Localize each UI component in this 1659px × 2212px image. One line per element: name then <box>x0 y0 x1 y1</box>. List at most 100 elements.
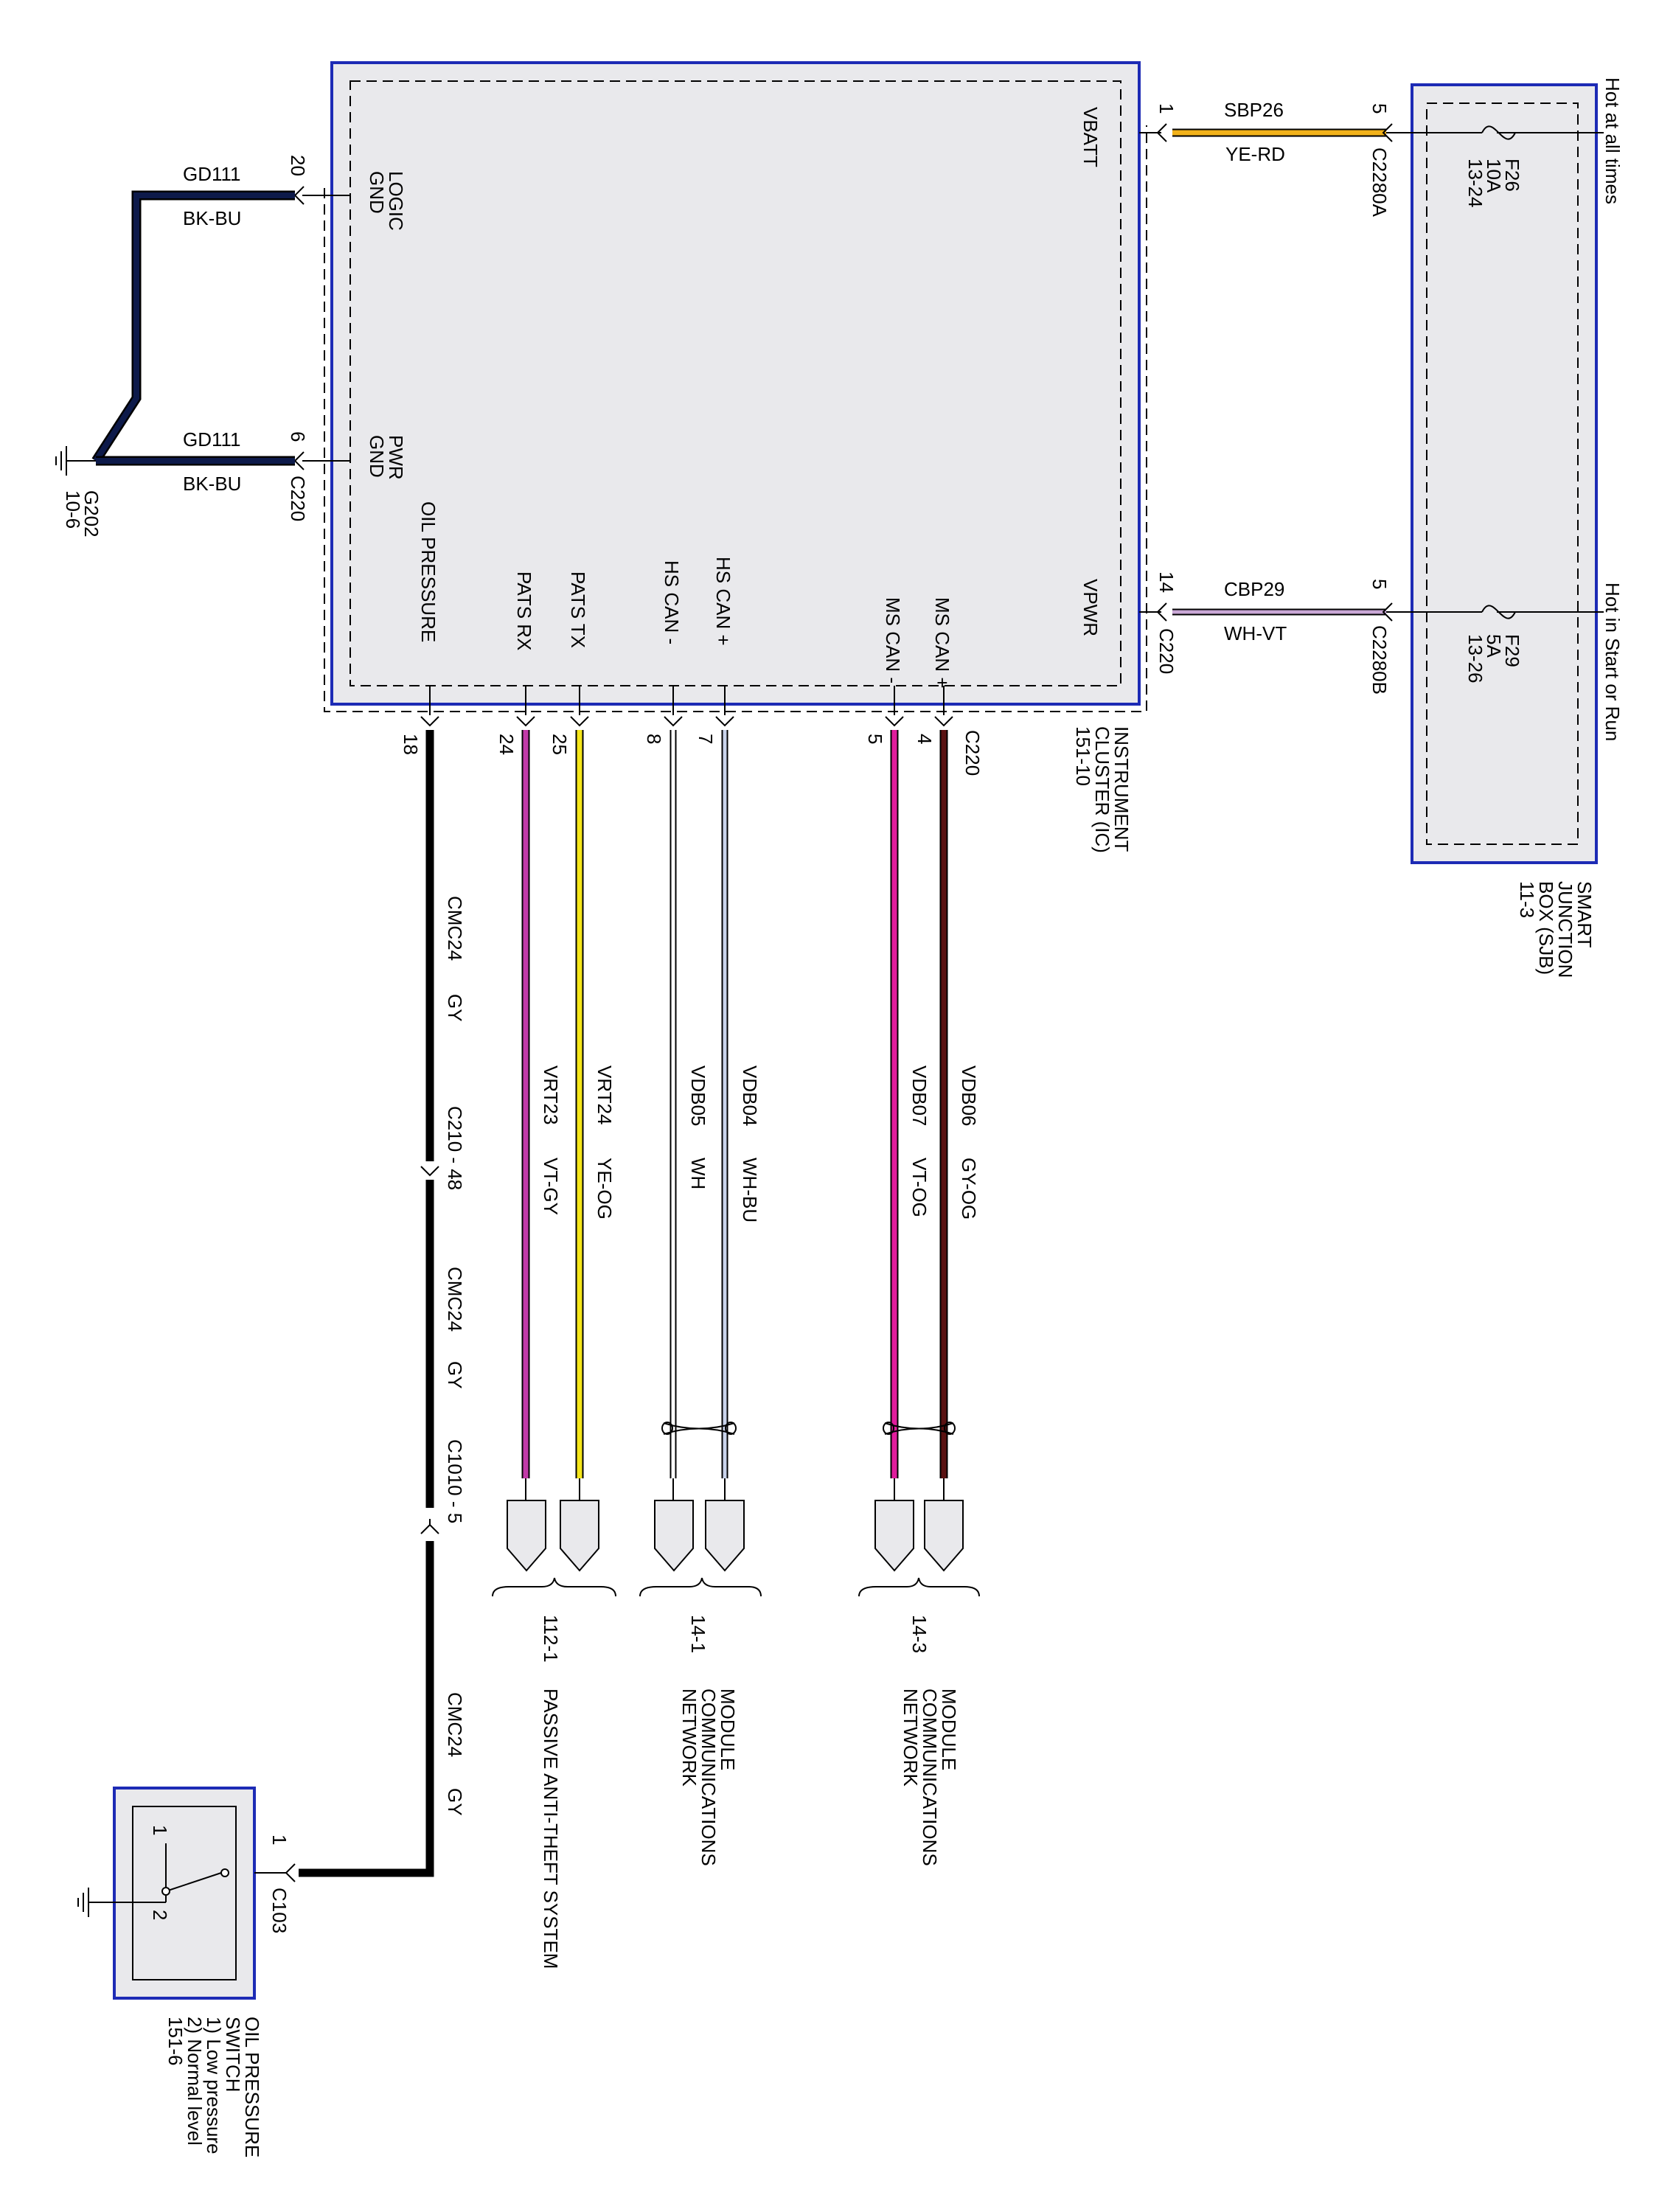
vpwr-wire <box>1139 602 1393 622</box>
wire-vdb05-color: WH <box>687 1158 709 1189</box>
wire-gd111-a-color: BK-BU <box>183 207 241 229</box>
switch-conn-pin: 1 <box>268 1834 291 1845</box>
fuse-f29-ref: 13-26 <box>1464 634 1486 684</box>
wire-vdb04-color: WH-BU <box>739 1158 761 1222</box>
wire-gd111-b-circuit: GD111 <box>183 428 241 451</box>
inline-c210: C210 - 48 <box>444 1106 466 1190</box>
fuse-f26-ref: 13-24 <box>1464 159 1486 208</box>
connector-arrow-icon <box>285 1863 296 1882</box>
ms-can-minus-wire <box>885 686 904 1478</box>
pin-number: 5 <box>864 734 886 744</box>
dest-ms-line3: NETWORK <box>900 1688 922 1787</box>
dest-hs-ref: 14-1 <box>687 1615 709 1653</box>
connector-arrow-icon <box>715 716 734 727</box>
brace-icon <box>858 1577 980 1597</box>
dest-hs-line3: NETWORK <box>678 1688 700 1787</box>
pin-label-ms-can-minus: MS CAN - <box>882 597 904 684</box>
switch-pin1: 1 <box>149 1825 171 1835</box>
destination-pointers <box>507 1478 964 1572</box>
braces <box>492 1577 980 1597</box>
ic-name-line2: CLUSTER (IC) <box>1091 726 1113 853</box>
sjb-inner-dashed <box>1426 102 1579 845</box>
connector-arrow-icon <box>1382 123 1393 142</box>
switch-name-line3: 1) Low pressure <box>203 2017 225 2154</box>
connector-arrow-icon <box>1156 123 1167 142</box>
sjb-pin: 5 <box>1368 579 1391 589</box>
connector-id: C220 <box>1155 628 1178 674</box>
pin-number: 6 <box>287 431 309 442</box>
connector-arrow-icon <box>1382 602 1393 622</box>
oil-pressure-switch <box>77 1787 286 2000</box>
pin-number: 18 <box>400 734 422 755</box>
sjb-box <box>1411 83 1598 864</box>
sjb-hot-all-times: Hot at all times <box>1601 77 1624 204</box>
wire-cmc24-1-circuit: CMC24 <box>444 896 466 961</box>
hs-can-plus-wire <box>715 686 734 1478</box>
switch-pin2: 2 <box>149 1910 171 1920</box>
connector-arrow-icon <box>570 716 589 727</box>
dest-hs-line1: MODULE <box>717 1688 739 1770</box>
pin-label-pwr-gnd-1: PWR <box>385 435 407 480</box>
wire-vdb04-circuit: VDB04 <box>739 1065 761 1126</box>
wire-vdb06-circuit: VDB06 <box>958 1065 980 1126</box>
wire-gd111-a-circuit: GD111 <box>183 163 241 185</box>
ic-name-line1: INSTRUMENT <box>1110 726 1133 852</box>
ms-can-plus-wire <box>934 686 953 1478</box>
connector-arrow-icon <box>885 716 904 727</box>
sjb-name-line1: SMART <box>1573 881 1596 948</box>
fuse-f29-icon <box>1481 605 1516 619</box>
sjb-name-line3: BOX (SJB) <box>1535 881 1557 975</box>
pin-number: 4 <box>914 734 936 744</box>
pin-label-ms-can-plus: MS CAN + <box>931 597 953 689</box>
pin-number: 14 <box>1155 571 1178 593</box>
wire-cbp29-circuit: CBP29 <box>1224 578 1284 600</box>
connector-arrow-icon <box>516 716 535 727</box>
hs-can-minus-wire <box>664 686 683 1478</box>
ic-inner-dashed <box>349 80 1121 686</box>
connector-arrow-icon <box>934 716 953 727</box>
ic-page-ref: 151-10 <box>1072 726 1094 786</box>
sjb-connector: C2280B <box>1368 625 1391 695</box>
connector-arrow-icon <box>1156 602 1167 622</box>
wire-sbp26-circuit: SBP26 <box>1224 99 1284 121</box>
fuse-f29-id: F29 <box>1501 634 1523 667</box>
ic-box <box>330 61 1141 706</box>
oil-pressure-wire <box>285 686 439 1882</box>
switch-connector: C103 <box>268 1888 291 1933</box>
fuse-f29-rating: 5A <box>1483 634 1505 658</box>
wire-cmc24-3-color: GY <box>444 1788 466 1816</box>
pats-tx-wire <box>570 686 589 1478</box>
connector-id: C220 <box>961 730 984 776</box>
wire-vrt23-color: VT-GY <box>540 1158 562 1215</box>
inline-c1010: C1010 - 5 <box>444 1439 466 1523</box>
pats-rx-wire <box>516 686 535 1478</box>
wire-cmc24-2-color: GY <box>444 1361 466 1389</box>
pointer-icon <box>507 1500 546 1572</box>
smart-junction-box <box>1386 83 1604 864</box>
pin-label-logic-gnd-1: LOGIC <box>385 171 407 231</box>
wire-vdb07-circuit: VDB07 <box>908 1065 931 1126</box>
pointer-icon <box>705 1500 745 1572</box>
wire-vrt24-circuit: VRT24 <box>594 1065 616 1124</box>
pin-label-pats-tx: PATS TX <box>567 571 589 648</box>
pin-label-pats-rx: PATS RX <box>513 571 535 650</box>
fuse-f26-rating: 10A <box>1483 159 1505 193</box>
ground-name: G202 <box>80 490 102 538</box>
pin-number: 25 <box>549 734 571 755</box>
wire-vdb05-circuit: VDB05 <box>687 1065 709 1126</box>
ic-dashed-extension <box>324 125 1147 712</box>
pin-label-oil-pressure: OIL PRESSURE <box>417 501 439 642</box>
pin-label-hs-can-minus: HS CAN - <box>661 560 683 644</box>
pin-number: 24 <box>495 734 518 755</box>
pin-label-pwr-gnd-2: GND <box>366 435 388 478</box>
switch-name-line1: OIL PRESSURE <box>241 2017 263 2157</box>
dest-ms-line1: MODULE <box>938 1688 960 1770</box>
twisted-pair-icon <box>883 1422 956 1435</box>
ground-icon <box>77 1888 89 1917</box>
brace-icon <box>639 1577 762 1597</box>
pin-label-hs-can-plus: HS CAN + <box>712 557 734 646</box>
connector-arrow-icon <box>420 1523 439 1534</box>
dest-ms-line2: COMMUNICATIONS <box>919 1688 941 1866</box>
sjb-pin: 5 <box>1368 103 1391 114</box>
